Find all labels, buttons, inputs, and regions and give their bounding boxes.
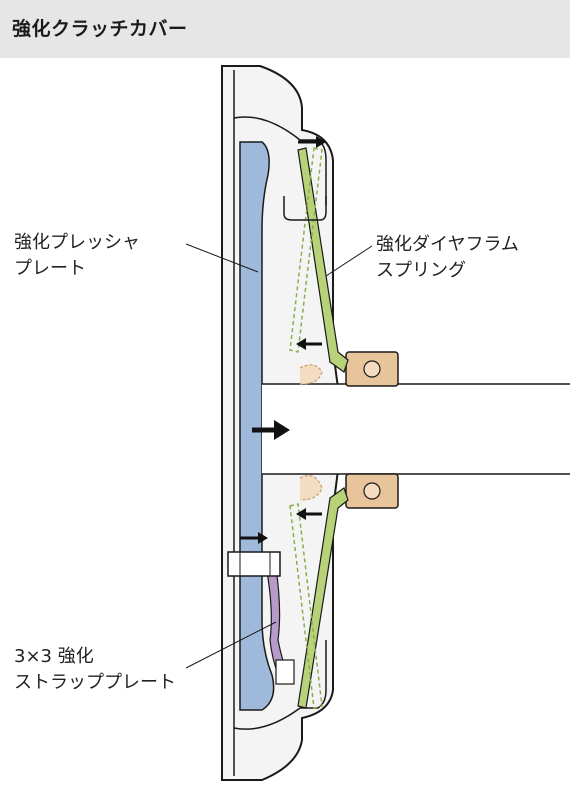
arrow-center-right (252, 420, 290, 440)
diaphragm-spring-bottom (297, 487, 349, 709)
arrow-top-right (298, 136, 326, 148)
label-diaphragm-spring: 強化ダイヤフラム スプリング (376, 232, 519, 284)
cover-top-lip (233, 116, 327, 205)
label-strap-plate-line2: ストラッププレート (14, 672, 176, 693)
diaphragm-spring-top (297, 147, 349, 373)
label-pressure-plate-line1: 強化プレッシャ (14, 232, 140, 253)
strap-rivet (227, 551, 281, 577)
input-shaft-opening (262, 384, 570, 474)
diaphragm-spring-dashed-bottom (289, 503, 323, 709)
leader-diaphragm-spring (325, 245, 373, 277)
strap-bolt-lower (275, 659, 295, 685)
leader-strap-plate (185, 621, 277, 669)
label-pressure-plate: 強化プレッシャ プレート (14, 230, 140, 282)
bearing-dashed-bottom (299, 475, 323, 501)
label-diaphragm-spring-line1: 強化ダイヤフラム (376, 234, 519, 255)
release-bearing-bottom (345, 473, 399, 509)
label-diaphragm-spring-line2: スプリング (376, 260, 466, 281)
label-pressure-plate-line2: プレート (14, 258, 86, 279)
fulcrum-ring (283, 196, 327, 221)
arrow-bottom-left (296, 508, 322, 520)
label-strap-plate-line1: 3×3 強化 (14, 646, 94, 667)
header-bar: 強化クラッチカバー (0, 0, 570, 58)
label-strap-plate: 3×3 強化 ストラッププレート (14, 644, 176, 696)
page-title: 強化クラッチカバー (12, 18, 188, 40)
arrow-strap-right (240, 532, 268, 544)
cover-bottom-lip (233, 640, 327, 730)
release-bearing-top (345, 351, 399, 387)
leader-pressure-plate (185, 243, 259, 273)
bearing-dashed-top (299, 364, 323, 385)
arrow-bearing-left (296, 338, 322, 350)
diaphragm-spring-dashed-top (289, 147, 323, 353)
